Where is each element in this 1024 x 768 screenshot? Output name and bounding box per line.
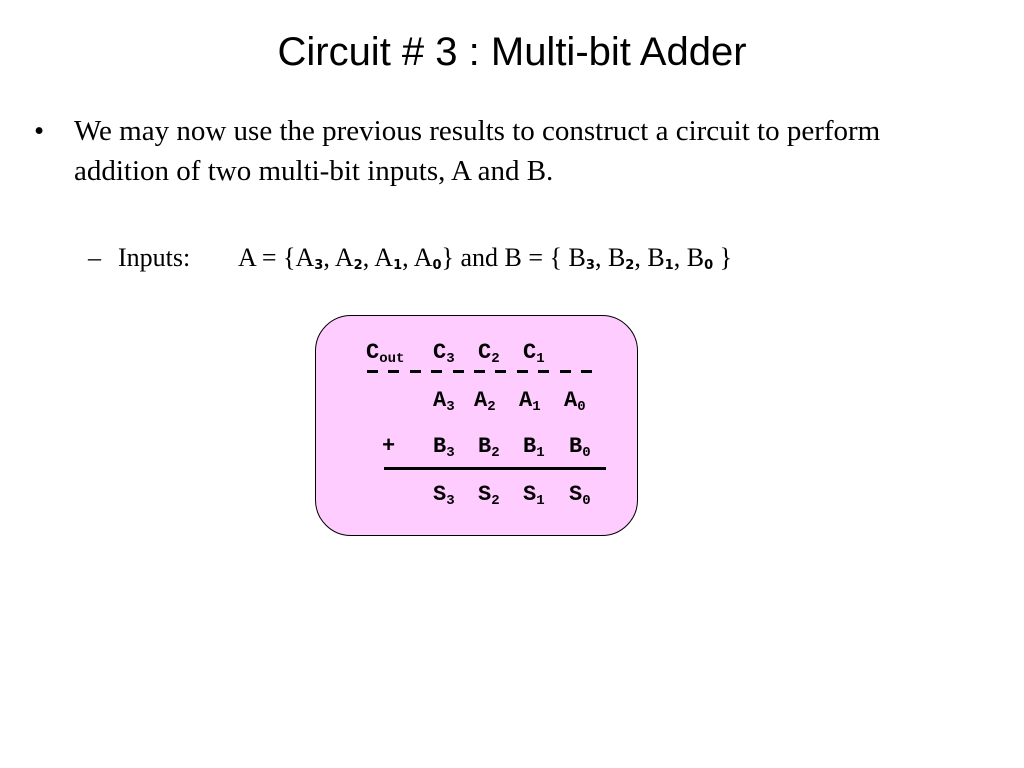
addend-a-cell: A0	[564, 388, 586, 415]
addend-b-cell: B2	[478, 434, 500, 461]
sum-cell: S2	[478, 482, 500, 509]
input-b-term: B3,	[568, 243, 608, 273]
addend-b-cell: B1	[523, 434, 545, 461]
inputs-suffix: }	[713, 243, 733, 272]
input-b-term: B1,	[647, 243, 687, 273]
carry-cell: C1	[523, 340, 545, 367]
addend-a-cell: A1	[519, 388, 541, 415]
addend-b-cell: B3	[433, 434, 455, 461]
subbullet-label: Inputs:	[118, 243, 191, 272]
input-a-term: A0	[413, 243, 442, 273]
inputs-middle: } and B = {	[441, 243, 569, 272]
input-b-term: B0	[686, 243, 714, 273]
plus-sign: +	[382, 434, 396, 459]
subbullet-item: –Inputs: A = {A3, A2, A1, A0} and B = { B…	[88, 240, 988, 284]
sum-line	[384, 467, 606, 470]
carry-cell: C2	[478, 340, 500, 367]
sum-row: S3 S2 S1 S0	[433, 482, 614, 514]
input-a-term: A2,	[334, 243, 375, 273]
addend-a-row: A3 A2 A1 A0	[433, 388, 609, 420]
sum-cell: S0	[569, 482, 591, 509]
input-a-term: A1,	[374, 243, 414, 273]
addend-a-cell: A3	[433, 388, 455, 415]
subbullet-marker: –	[88, 243, 101, 272]
inputs-a-terms: A3, A2, A1, A0	[295, 243, 442, 273]
slide-title: Circuit # 3 : Multi-bit Adder	[277, 30, 747, 74]
carry-row: Cout C3 C2 C1	[366, 340, 568, 372]
input-b-term: B2,	[607, 243, 648, 273]
input-a-term: A3,	[295, 243, 335, 273]
carry-cell: C3	[433, 340, 455, 367]
sum-cell: S1	[523, 482, 545, 509]
addend-b-cell: B0	[569, 434, 591, 461]
carry-cell: Cout	[366, 340, 405, 367]
bullet-text: We may now use the previous results to c…	[74, 115, 881, 187]
carry-dashed-line	[367, 364, 592, 378]
adder-diagram-box: Cout C3 C2 C1 A3 A2 A1 A0 + B3 B2 B1 B0 S3 S2 S1 S0	[315, 315, 638, 536]
addend-b-row: B3 B2 B1 B0	[433, 434, 614, 466]
sum-cell: S3	[433, 482, 455, 509]
bullet-marker: •	[34, 115, 45, 147]
inputs-b-terms: B3, B2, B1, B0	[568, 243, 714, 273]
inputs-a-prefix: A = {	[238, 243, 296, 272]
addend-a-cell: A2	[474, 388, 496, 415]
